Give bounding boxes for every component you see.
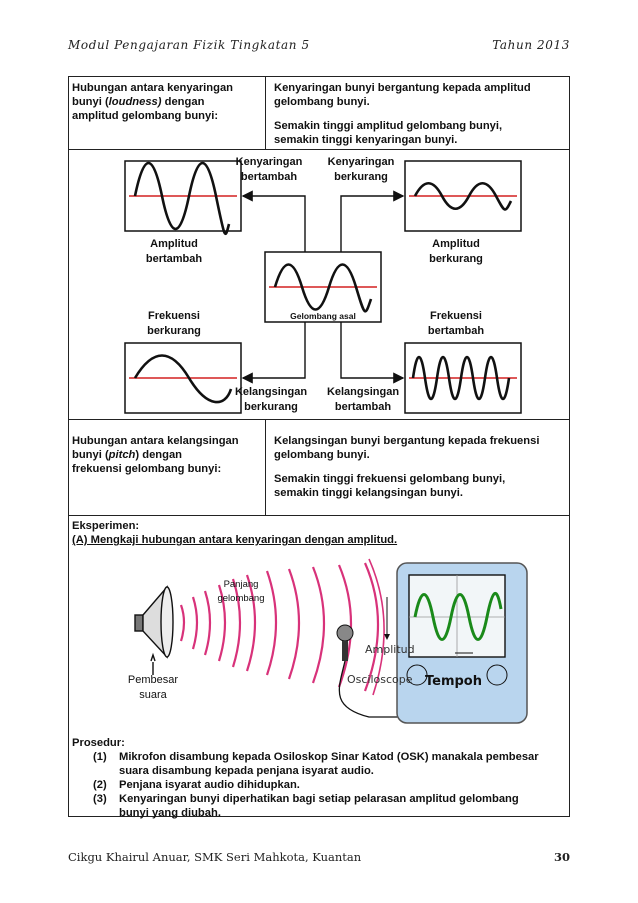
loudness-question-line: bunyi (loudness) dengan bbox=[72, 96, 205, 108]
label-frequency-down: Frekuensi bbox=[148, 310, 200, 322]
wave-relationship-diagram: Kenyaringan bertambah Kenyaringan berkur… bbox=[124, 156, 522, 414]
label-amplitude-down: Amplitud bbox=[432, 238, 480, 250]
procedure-title: Prosedur: bbox=[72, 737, 125, 749]
procedure-step: (2)Penjana isyarat audio dihidupkan. bbox=[93, 779, 300, 791]
svg-text:bertambah: bertambah bbox=[241, 171, 298, 183]
pitch-question: Hubungan antara kelangsingan bunyi (pitc… bbox=[72, 435, 239, 475]
loudness-question-line: Hubungan antara kenyaringan bbox=[72, 82, 234, 94]
wave-high-frequency bbox=[411, 355, 511, 401]
page-footer: Cikgu Khairul Anuar, SMK Seri Mahkota, K… bbox=[68, 850, 570, 866]
procedure-steps: (1)Mikrofon disambung kepada Osiloskop S… bbox=[93, 750, 569, 820]
svg-text:bertambah: bertambah bbox=[335, 401, 392, 413]
wave-original bbox=[273, 263, 373, 313]
sound-wave-fronts bbox=[179, 558, 385, 696]
svg-text:suara: suara bbox=[139, 689, 167, 701]
column-divider bbox=[265, 419, 266, 515]
experiment-subtitle: (A) Mengkaji hubungan antara kenyaringan… bbox=[72, 534, 398, 546]
svg-text:gelombang: gelombang bbox=[217, 593, 264, 604]
svg-text:berkurang: berkurang bbox=[244, 401, 298, 413]
pitch-answer: Kelangsingan bunyi bergantung kepada fre… bbox=[274, 435, 540, 499]
procedure-step: (3)Kenyaringan bunyi diperhatikan bagi s… bbox=[93, 793, 519, 805]
svg-text:berkurang: berkurang bbox=[334, 171, 388, 183]
svg-text:bertambah: bertambah bbox=[428, 325, 485, 337]
page-header: Modul Pengajaran Fizik Tingkatan 5 Tahun… bbox=[68, 38, 570, 56]
header-title: Modul Pengajaran Fizik Tingkatan 5 bbox=[68, 38, 310, 52]
row-divider bbox=[69, 149, 569, 150]
procedure-step: (1)Mikrofon disambung kepada Osiloskop S… bbox=[93, 751, 539, 763]
label-oscilloscope: Osciloscope bbox=[347, 673, 413, 686]
oscilloscope-icon bbox=[396, 562, 528, 724]
row-divider bbox=[69, 419, 569, 420]
speaker-icon bbox=[134, 585, 174, 675]
experiment-apparatus-illustration: Panjang gelombang Amplitud Osciloscope bbox=[128, 558, 528, 724]
loudness-answer: Kenyaringan bunyi bergantung kepada ampl… bbox=[274, 82, 531, 146]
header-year: Tahun 2013 bbox=[492, 38, 570, 52]
wave-large-amplitude bbox=[133, 161, 231, 236]
loudness-question-line: amplitud gelombang bunyi: bbox=[72, 110, 219, 122]
svg-text:berkurang: berkurang bbox=[147, 325, 201, 337]
content-table: Hubungan antara kenyaringan bunyi (loudn… bbox=[68, 76, 570, 820]
svg-text:berkurang: berkurang bbox=[429, 253, 483, 265]
label-frequency-up: Frekuensi bbox=[430, 310, 482, 322]
loudness-question: Hubungan antara kenyaringan bunyi (loudn… bbox=[72, 81, 262, 123]
microphone-icon bbox=[336, 624, 429, 718]
svg-text:bertambah: bertambah bbox=[146, 253, 203, 265]
label-loudness-up: Kenyaringan bbox=[236, 156, 303, 168]
footer-author: Cikgu Khairul Anuar, SMK Seri Mahkota, K… bbox=[68, 850, 362, 864]
label-speaker: Pembesar bbox=[128, 674, 178, 686]
label-pitch-down: Kelangsingan bbox=[235, 386, 307, 398]
wave-low-frequency bbox=[133, 354, 233, 404]
page-number: 30 bbox=[553, 850, 570, 864]
label-loudness-down: Kenyaringan bbox=[328, 156, 395, 168]
label-original-wave: Gelombang asal bbox=[290, 311, 356, 321]
label-amplitude: Amplitud bbox=[365, 643, 415, 656]
column-divider bbox=[265, 77, 266, 149]
experiment-title: Eksperimen: bbox=[72, 520, 140, 532]
label-period: Tempoh bbox=[425, 674, 482, 689]
label-pitch-up: Kelangsingan bbox=[327, 386, 399, 398]
wave-small-amplitude bbox=[413, 181, 513, 211]
row-divider bbox=[69, 515, 569, 516]
label-wavelength: Panjang bbox=[224, 579, 259, 590]
label-amplitude-up: Amplitud bbox=[150, 238, 198, 250]
